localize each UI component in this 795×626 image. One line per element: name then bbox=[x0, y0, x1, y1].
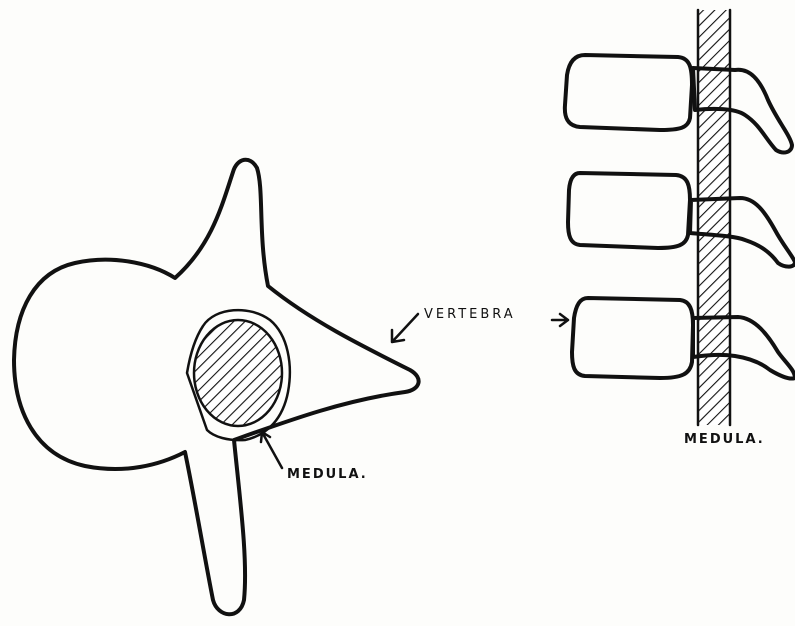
vertebral-body-1 bbox=[565, 55, 692, 130]
vertebra-arrow-left bbox=[392, 314, 418, 342]
vertebral-body-2 bbox=[568, 173, 690, 248]
medula-leader-line bbox=[261, 432, 282, 468]
spinal-column-side-view bbox=[565, 0, 795, 440]
medula-cross-annotation: MEDULA. bbox=[261, 432, 368, 482]
medula-cross-label: MEDULA. bbox=[287, 467, 368, 482]
medula-side-label: MEDULA. bbox=[684, 432, 765, 447]
medula-side-annotation: MEDULA. bbox=[684, 432, 765, 447]
vertebra-arrow-right bbox=[552, 314, 568, 326]
vertebra-cross-section bbox=[14, 160, 419, 615]
vertebra-annotation: VERTEBRA bbox=[392, 307, 568, 342]
vertebra-label: VERTEBRA bbox=[424, 307, 516, 322]
vertebral-body-3 bbox=[572, 298, 693, 378]
